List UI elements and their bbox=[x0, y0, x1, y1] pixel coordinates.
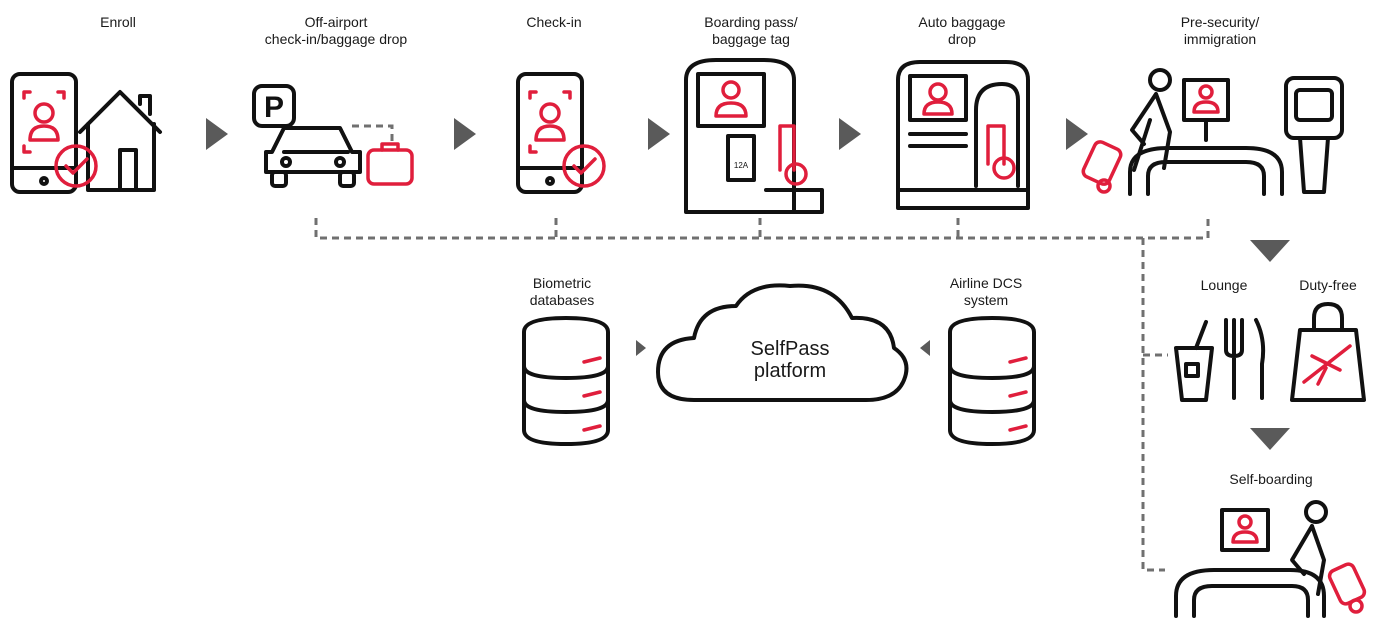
pre-security-label: Pre-security/immigration bbox=[1180, 14, 1260, 47]
arrow-right-icon bbox=[1066, 118, 1088, 150]
lounge-label: Lounge bbox=[1200, 277, 1248, 293]
arrow-right-small-icon bbox=[636, 340, 646, 356]
lounge-icon bbox=[1174, 318, 1266, 402]
cloud-icon bbox=[656, 283, 909, 402]
airline-dcs-database-icon bbox=[948, 316, 1036, 446]
arrow-down-icon bbox=[1250, 240, 1290, 262]
arrow-down-icon bbox=[1250, 428, 1290, 450]
self-boarding-icon bbox=[1174, 500, 1367, 618]
auto-baggage-icon bbox=[896, 60, 1030, 210]
arrow-right-icon bbox=[839, 118, 861, 150]
biometric-database-icon bbox=[522, 316, 610, 446]
enroll-label: Enroll bbox=[100, 14, 136, 30]
kiosk-icon: 12A bbox=[684, 58, 824, 214]
arrow-right-icon bbox=[454, 118, 476, 150]
off-airport-icon: P bbox=[252, 84, 414, 188]
pre-security-icon bbox=[1081, 68, 1344, 196]
enroll-icon bbox=[10, 72, 162, 194]
parking-letter: P bbox=[264, 91, 284, 124]
check-in-label: Check-in bbox=[526, 14, 582, 30]
duty-free-icon bbox=[1290, 302, 1366, 402]
arrow-right-icon bbox=[206, 118, 228, 150]
check-in-icon bbox=[516, 72, 606, 194]
duty-free-label: Duty-free bbox=[1299, 277, 1357, 293]
connector-lines bbox=[314, 218, 1210, 572]
arrow-right-icon bbox=[648, 118, 670, 150]
arrow-left-small-icon bbox=[920, 340, 930, 356]
seat-number: 12A bbox=[734, 161, 749, 170]
boarding-pass-label: Boarding pass/baggage tag bbox=[704, 14, 798, 47]
self-boarding-label: Self-boarding bbox=[1229, 471, 1313, 487]
